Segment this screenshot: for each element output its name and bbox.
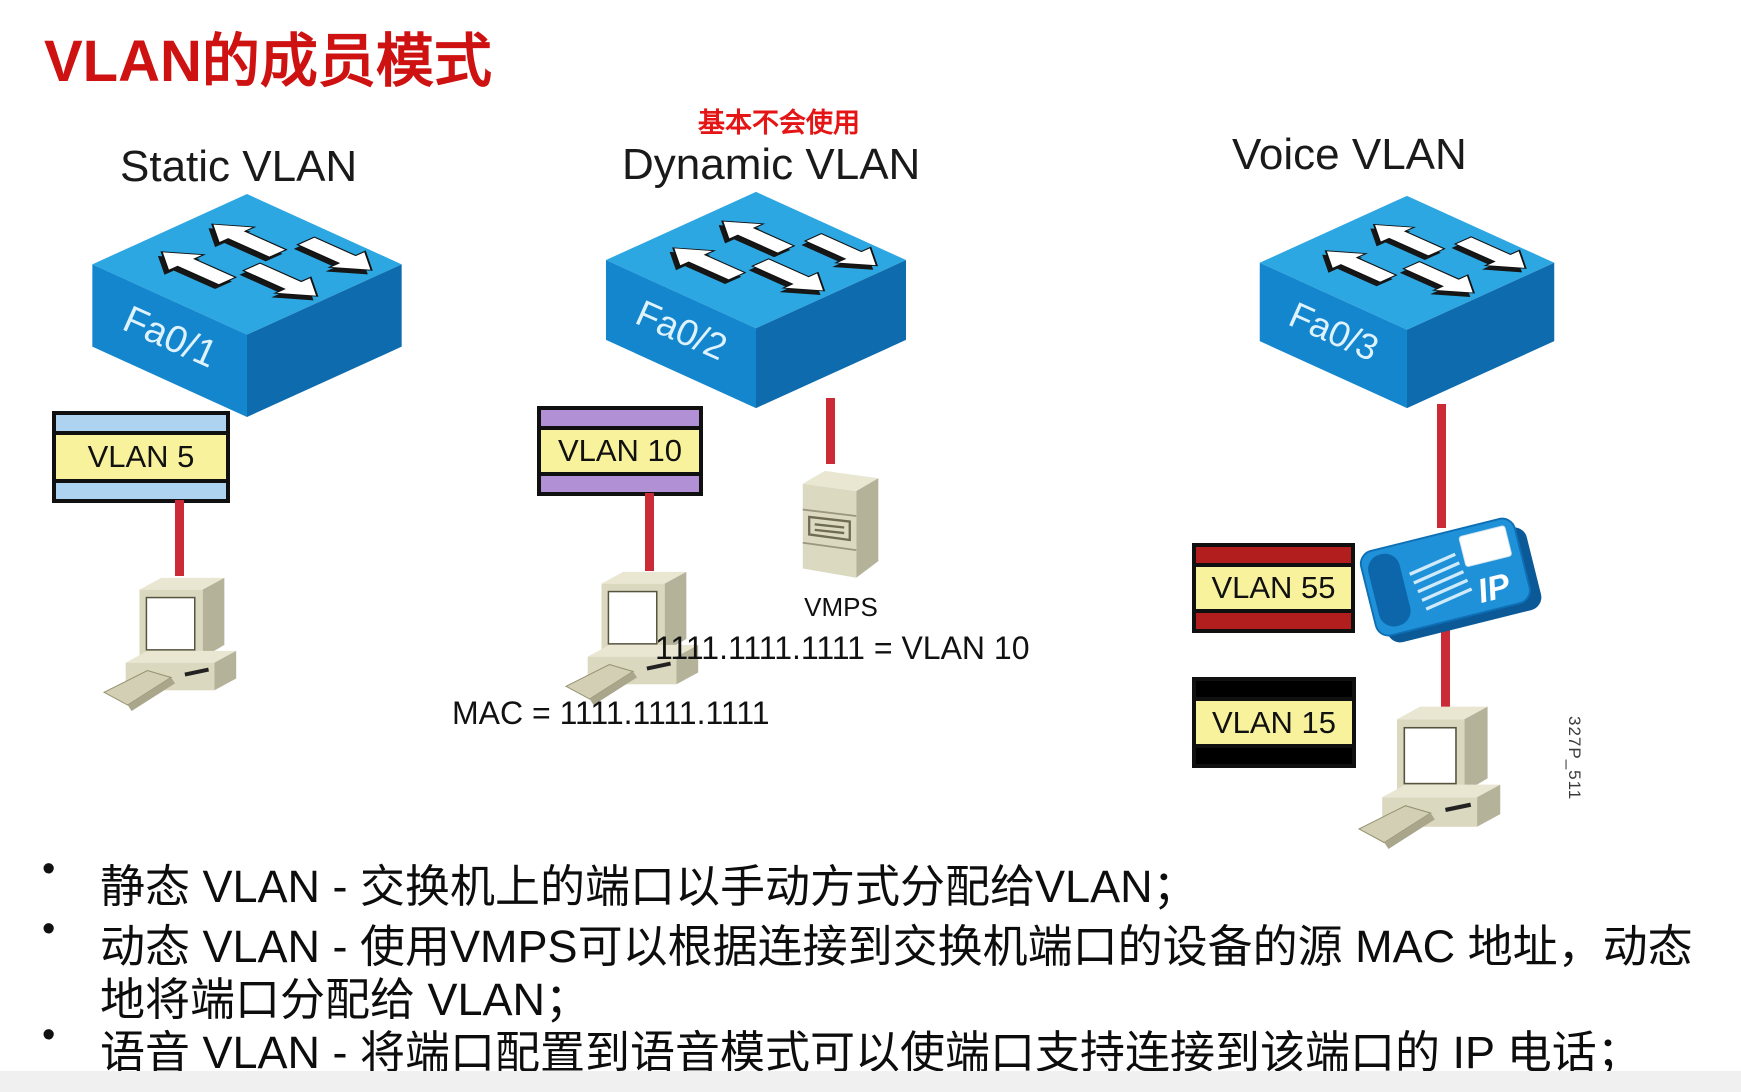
vlan-box-label: VLAN 5: [56, 435, 226, 479]
bottom-band: [0, 1071, 1741, 1092]
computer-icon-voice: [1352, 694, 1522, 850]
section-heading-voice: Voice VLAN: [1232, 130, 1467, 179]
annotation-note: 基本不会使用: [698, 108, 860, 138]
page-title: VLAN的成员模式: [44, 29, 492, 94]
vlan-box-stripe: [1196, 681, 1352, 697]
bullet-marker: •: [42, 848, 56, 890]
switch-icon-static: Fa0/1: [92, 194, 402, 417]
vlan-box-voice: VLAN 55: [1192, 543, 1355, 633]
mac-address-text: MAC = 1111.1111.1111: [452, 695, 770, 731]
vlan-box-data: VLAN 15: [1192, 677, 1356, 768]
connection-line-switch-phone: [1437, 404, 1446, 528]
mac-vlan-mapping-text: 1111.1111.1111 = VLAN 10: [655, 630, 1030, 666]
figure-id-watermark: 327P_511: [1565, 716, 1584, 801]
section-heading-static: Static VLAN: [120, 142, 358, 191]
vlan-box-label: VLAN 55: [1196, 567, 1351, 609]
ip-phone-icon: IP: [1359, 517, 1542, 643]
bullet-text-static: 静态 VLAN - 交换机上的端口以手动方式分配给VLAN；: [100, 861, 1198, 912]
vmps-label: VMPS: [804, 592, 878, 622]
vlan-box-dynamic: VLAN 10: [537, 406, 703, 496]
connection-line-phone-pc: [1441, 628, 1450, 708]
switch-icon-voice: Fa0/3: [1259, 195, 1555, 409]
vlan-box-stripe: [541, 476, 699, 492]
vlan-box-stripe: [1196, 613, 1351, 629]
bullet-text-voice: 语音 VLAN - 将端口配置到语音模式可以使端口支持连接到该端口的 IP 电话…: [100, 1027, 1642, 1078]
vlan-box-stripe: [56, 415, 226, 431]
vlan-box-label: VLAN 10: [541, 430, 699, 472]
computer-icon-static: [102, 575, 239, 713]
vlan-box-stripe: [1196, 547, 1351, 563]
bullet-text-dynamic-line2: 地将端口分配给 VLAN；: [100, 974, 591, 1025]
vlan-box-stripe: [1196, 748, 1352, 764]
vlan-box-stripe: [56, 483, 226, 499]
bullet-marker: •: [42, 1014, 56, 1056]
vlan-box-label: VLAN 15: [1196, 701, 1352, 744]
connection-line-static: [175, 500, 184, 576]
section-heading-dynamic: Dynamic VLAN: [622, 140, 921, 189]
vlan-box-stripe: [541, 410, 699, 426]
bullet-text-dynamic-line1: 动态 VLAN - 使用VMPS可以根据连接到交换机端口的设备的源 MAC 地址…: [100, 921, 1693, 972]
vlan-box-static: VLAN 5: [52, 411, 230, 503]
vmps-server-icon: [801, 469, 880, 579]
connection-line-switch-vmps: [826, 398, 835, 464]
switch-icon-dynamic: Fa0/2: [605, 191, 907, 409]
bullet-marker: •: [42, 908, 56, 950]
connection-line-dynamic: [645, 493, 654, 571]
